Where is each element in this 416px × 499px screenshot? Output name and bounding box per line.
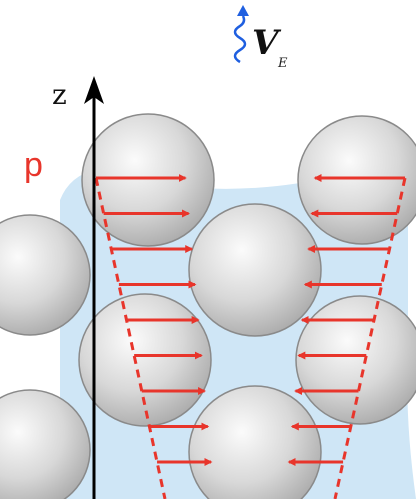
sphere: [296, 296, 416, 424]
axis-label: z: [52, 78, 67, 111]
squiggle-up-arrow-icon: [235, 5, 249, 62]
sphere: [189, 204, 321, 336]
sphere: [79, 294, 211, 426]
sphere: [82, 114, 214, 246]
velocity-subscript: E: [277, 56, 288, 71]
pressure-label: p: [24, 146, 43, 184]
sphere: [298, 116, 416, 244]
